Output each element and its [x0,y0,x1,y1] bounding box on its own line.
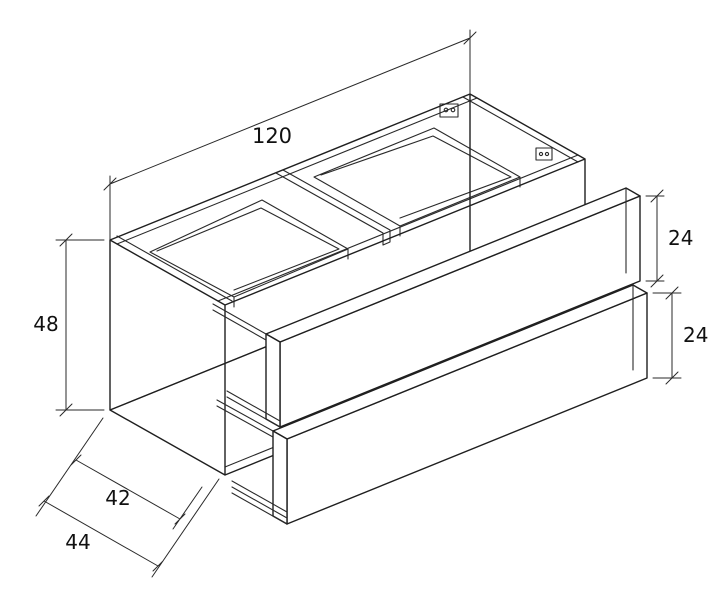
dimension-height-lines [55,233,105,417]
dimension-depth-outer: 44 [38,478,220,578]
dimension-depth-inner: 42 [35,417,203,530]
dimension-lower-drawer: 24 [652,286,708,385]
lower-drawer [216,284,648,525]
upper-drawer [212,187,641,428]
bracket-screw-hole [538,151,544,157]
cabinet-carcass [109,93,586,476]
dimension-upper-drawer: 24 [645,189,693,288]
lower-drawer-front-left-end [272,430,288,525]
dimension-height: 48 [33,233,105,417]
top-opening-inner-rim [116,96,579,302]
dimension-upper-drawer-label: 24 [668,226,693,250]
upper-drawer-front-left-end [265,333,281,428]
drawer-box-right-rim [313,127,521,237]
drawer-box-left-rim [149,199,349,308]
dimension-height-label: 48 [33,312,58,336]
centre-divider [275,169,391,246]
dimension-lower-drawer-label: 24 [683,323,708,347]
dimension-depth-inner-label: 42 [105,486,130,510]
upper-drawer-runner-lines [212,303,281,428]
bracket-screw-hole [450,107,456,113]
dimension-width-lines [103,29,477,241]
dimension-width-label: 120 [252,124,292,148]
dimension-depth-outer-lines [38,478,220,578]
bracket-screw-hole [443,107,449,113]
lower-drawer-runner-lines [216,399,288,525]
dimension-lower-drawer-lines [652,286,682,385]
carcass-outer-edges [109,93,586,476]
dimension-depth-outer-label: 44 [65,530,90,554]
wall-bracket-icon [439,103,553,161]
dimension-upper-drawer-lines [645,189,665,288]
dimension-width: 120 [103,29,477,241]
dimension-depth-inner-lines [35,417,203,530]
bracket-screw-hole [544,151,550,157]
